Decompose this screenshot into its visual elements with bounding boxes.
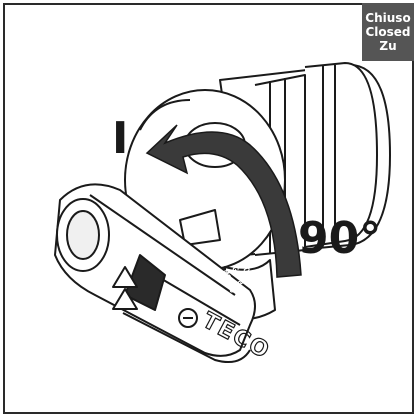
rotation-arrow-icon bbox=[145, 124, 302, 278]
diagram-frame: TECO MOP5 GT 0,1 MSV-0 I 90° Chiuso Clos… bbox=[3, 3, 414, 414]
status-badge: Chiuso Closed Zu bbox=[362, 3, 414, 61]
status-badge-line-en: Closed bbox=[365, 25, 411, 39]
rotation-angle-label: 90° bbox=[298, 213, 382, 264]
warning-triangle-icon bbox=[112, 266, 138, 310]
position-label: I bbox=[112, 113, 129, 164]
status-badge-line-de: Zu bbox=[379, 39, 397, 53]
valve-illustration: TECO MOP5 GT 0,1 MSV-0 bbox=[54, 62, 391, 365]
status-badge-line-it: Chiuso bbox=[365, 11, 411, 25]
teco-logo-icon bbox=[178, 308, 198, 328]
handle-lever-icon bbox=[54, 183, 256, 363]
